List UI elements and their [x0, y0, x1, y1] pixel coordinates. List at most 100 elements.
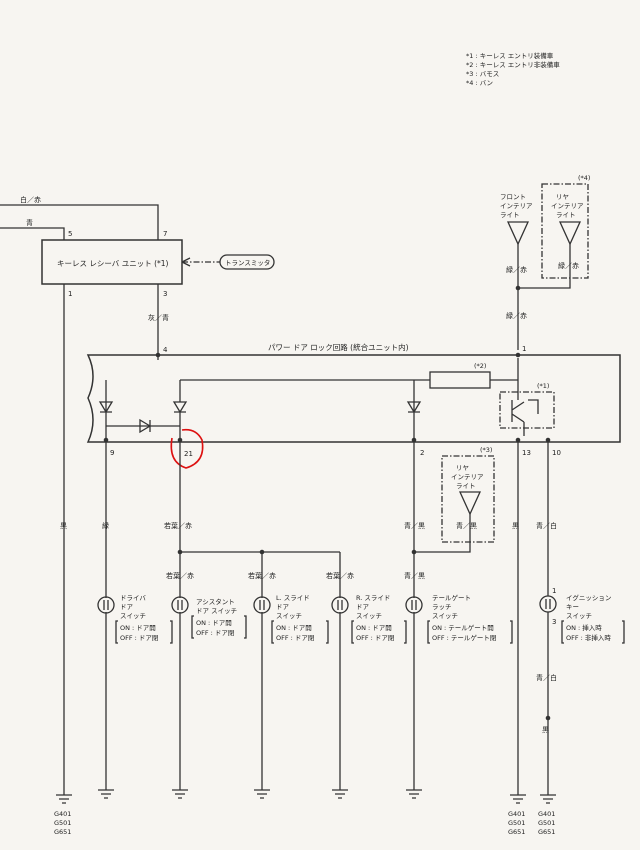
- switch-tailgate-name3: スイッチ: [432, 612, 458, 620]
- switch-tailgate: テールゲート ラッチ スイッチ ON : テールゲート開 OFF : テールゲー…: [405, 593, 513, 644]
- pin-1-ignition: 1: [552, 587, 556, 595]
- unit-outline: [86, 354, 621, 443]
- junction-dot: [545, 715, 551, 721]
- transmitter-label: トランスミッタ: [225, 258, 270, 267]
- front-light-line2: インテリア: [500, 202, 533, 210]
- switch-tailgate-name2: ラッチ: [432, 603, 452, 611]
- wire-label-blue-white-1: 青／白: [536, 521, 557, 530]
- rear-light-line1: リヤ: [556, 193, 569, 201]
- switch-ignition-on: ON : 挿入時: [566, 623, 602, 632]
- switch-driver-name1: ドライバ: [120, 594, 146, 602]
- front-interior-light: フロント インテリア ライト 緑／赤 緑／赤: [500, 193, 533, 350]
- wire-label-blue-black-vamos: 青／黒: [456, 521, 477, 530]
- switch-ignition-symbol: [539, 595, 557, 613]
- ground-g651-a: G651: [54, 828, 71, 836]
- wire-label-black-1: 黒: [60, 522, 67, 530]
- wire-label-blue-black-1: 青／黒: [404, 521, 425, 530]
- switch-driver: ドライバ ドア スイッチ ON : ドア開 OFF : ドア閉: [97, 594, 173, 644]
- wire-label-blue: 青: [26, 218, 33, 227]
- switch-driver-bracket: [115, 620, 173, 644]
- switch-l-slide-name1: L. スライド: [276, 594, 310, 602]
- switch-ignition-name2: キー: [566, 603, 579, 611]
- vamos-light-line2: インテリア: [451, 473, 484, 481]
- transmitter-badge: [219, 254, 275, 270]
- switch-r-slide-name3: スイッチ: [356, 612, 382, 620]
- ground-symbol: [510, 794, 526, 804]
- resistor-2: [429, 371, 491, 389]
- rear-interior-light-van: (*4) リヤ インテリア ライト 緑／赤: [515, 174, 590, 291]
- wire-label-green-red-van: 緑／赤: [558, 261, 579, 270]
- switch-tailgate-name1: テールゲート: [432, 593, 471, 602]
- switch-r-slide: R. スライド ドア スイッチ ON : ドア開 OFF : ドア閉: [331, 594, 407, 644]
- ground-g651-c: G651: [538, 828, 555, 836]
- vamos-mark: (*3): [480, 446, 492, 454]
- transistor-box: [499, 391, 555, 429]
- switch-r-slide-name2: ドア: [356, 603, 370, 611]
- front-light-symbol: [506, 221, 530, 246]
- switch-l-slide-contacts: [259, 600, 265, 610]
- switch-l-slide-on: ON : ドア開: [276, 624, 312, 632]
- switch-tailgate-bracket: [427, 620, 513, 644]
- pin-9: 9: [110, 449, 114, 457]
- junction-dot: [515, 285, 521, 291]
- ground-symbol: [172, 789, 188, 799]
- switch-assistant-contacts: [177, 600, 183, 610]
- wire-label-gray-blue: 灰／青: [148, 313, 169, 322]
- wire-label-lgreen-red-3: 若葉／赤: [248, 571, 276, 580]
- vamos-light-line1: リヤ: [456, 464, 469, 472]
- switch-l-slide-bracket: [271, 620, 329, 644]
- switch-tailgate-off: OFF : テールゲート閉: [432, 633, 496, 642]
- switch-driver-name2: ドア: [120, 603, 134, 611]
- ground-symbol: [98, 789, 114, 799]
- note-1: *1 : キーレス エントリ装備車: [466, 51, 554, 60]
- ground-symbol: [332, 789, 348, 799]
- pin-10: 10: [552, 449, 561, 457]
- ground-symbol: [56, 794, 72, 804]
- switch-driver-name3: スイッチ: [120, 612, 146, 620]
- van-light-symbol: [558, 221, 582, 246]
- wire-label-blue-white-2: 青／白: [536, 673, 557, 682]
- mark-2: (*2): [474, 362, 486, 370]
- switch-ignition-bracket: [561, 620, 625, 644]
- switch-driver-off: OFF : ドア閉: [120, 634, 158, 642]
- wire-label-green-red-1: 緑／赤: [506, 265, 527, 274]
- receiver-unit-label: キーレス レシーバ ユニット (*1): [57, 259, 169, 268]
- grounds: G401 G501 G651 G401 G501 G651 G401 G501 …: [54, 789, 556, 836]
- pin-7: 7: [163, 230, 167, 238]
- rear-light-line3: ライト: [556, 211, 576, 219]
- switch-assistant: アシスタント ドア スイッチ ON : ドア開 OFF : ドア閉: [171, 596, 247, 639]
- switch-ignition-name3: スイッチ: [566, 612, 592, 620]
- switch-assistant-symbol: [171, 596, 189, 614]
- vamos-light-wire: [414, 514, 471, 553]
- van-light-wire: [518, 244, 571, 289]
- power-door-lock-unit: パワー ドア ロック回路 (統合ユニット内) (*2) (*1): [86, 342, 621, 443]
- pin-1-receiver: 1: [68, 290, 72, 298]
- ground-symbol: [540, 794, 556, 804]
- switch-ignition-contacts: [545, 599, 551, 609]
- transistor-symbol: [511, 399, 539, 436]
- mark-1: (*1): [537, 382, 549, 390]
- transmitter-arrow: [181, 257, 191, 267]
- switch-l-slide-symbol: [253, 596, 271, 614]
- vamos-light-frame: [441, 455, 495, 543]
- switch-ignition-name1: イグニッション: [566, 593, 611, 602]
- note-2: *2 : キーレス エントリ非装備車: [466, 60, 560, 69]
- switch-r-slide-contacts: [337, 600, 343, 610]
- rear-interior-light-vamos: (*3) リヤ インテリア ライト 青／黒: [411, 446, 495, 555]
- diode-horizontal: [139, 418, 152, 434]
- switch-r-slide-on: ON : ドア開: [356, 624, 392, 632]
- pin-21: 21: [184, 450, 193, 458]
- ground-g401-c: G401: [538, 810, 555, 818]
- wire-white-red: [0, 204, 159, 240]
- ground-g401-b: G401: [508, 810, 525, 818]
- switch-l-slide-name2: ドア: [276, 603, 290, 611]
- switch-r-slide-bracket: [351, 620, 407, 644]
- notes-block: *1 : キーレス エントリ装備車 *2 : キーレス エントリ非装備車 *3 …: [466, 51, 560, 87]
- switch-tailgate-symbol: [405, 596, 423, 614]
- pin-4-unit: 4: [163, 346, 168, 354]
- pin-13: 13: [522, 449, 531, 457]
- note-3: *3 : バモス: [466, 70, 499, 78]
- wire-label-lgreen-red-1: 若葉／赤: [164, 521, 192, 530]
